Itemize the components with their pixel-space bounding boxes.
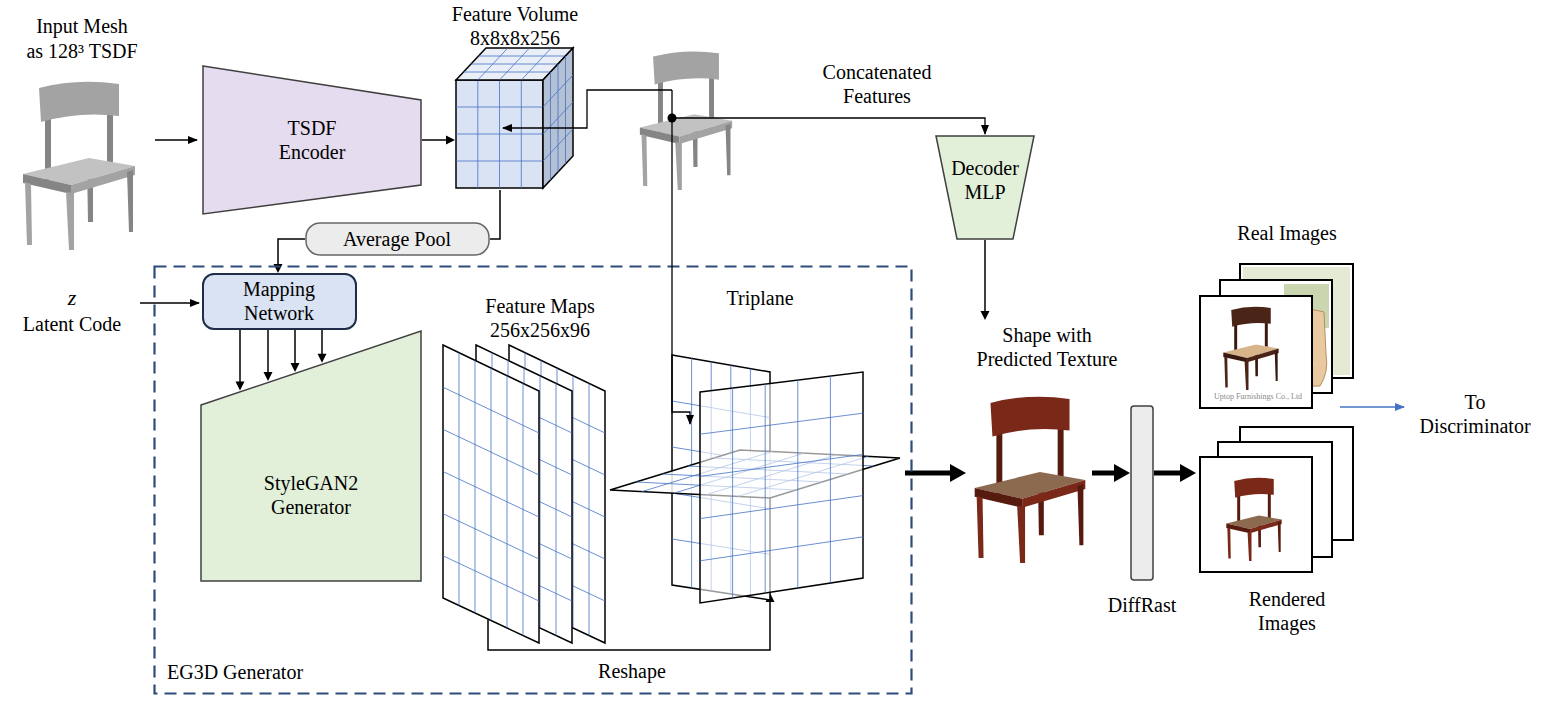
connector-line	[422, 139, 449, 141]
sample-line	[672, 90, 690, 424]
encoder-trapezoid-outline	[202, 65, 422, 215]
annotation-label: To Discriminator	[1413, 390, 1538, 438]
rasterizer-bar-outline	[1130, 405, 1154, 581]
feature-volume-cube: Feature Volume 8x8x8x256	[440, 3, 590, 190]
annotation-label: Uptop Furnishings Co., Ltd	[1202, 392, 1314, 402]
feature-planes: Feature Maps 256x256x96	[440, 298, 612, 648]
input-arrow	[155, 139, 197, 141]
annotation-label: Latent Code	[12, 312, 132, 336]
rendered-image-stack: Rendered Images	[1196, 423, 1358, 638]
arrowhead	[264, 372, 273, 381]
annotation-label: Concatenated Features	[815, 60, 940, 108]
encoder-trapezoid: TSDF Encoder	[202, 65, 422, 215]
connector-line	[490, 190, 500, 239]
arrowhead	[446, 136, 455, 145]
node-label: TSDF Encoder	[262, 116, 362, 164]
arrowhead	[981, 311, 990, 320]
arrowhead	[274, 264, 283, 273]
node-label: Feature Volume 8x8x8x256	[440, 2, 590, 50]
node-label: Mapping Network	[222, 277, 337, 325]
arrowhead	[236, 382, 245, 391]
decoder-trapezoid: Decoder MLP	[935, 135, 1035, 240]
node-label: EG3D Generator	[167, 660, 337, 684]
flow-arrow	[1092, 464, 1130, 482]
query-chair	[640, 51, 732, 190]
input-chair	[23, 82, 135, 250]
annotation-label: z	[60, 285, 84, 311]
node-label: Real Images	[1222, 221, 1352, 245]
node-label: Rendered Images	[1237, 587, 1337, 635]
connector-line	[278, 239, 305, 267]
sample-line	[503, 90, 672, 128]
arrowhead	[950, 464, 966, 482]
generator-trapezoid-outline	[200, 330, 422, 582]
connector	[981, 240, 990, 320]
flow-arrow	[905, 464, 966, 482]
arrowhead	[291, 363, 300, 372]
rendered-image-stack-outline	[1196, 425, 1358, 577]
textured-shape-outline	[968, 395, 1092, 563]
textured-shape: Shape with Predicted Texture	[960, 320, 1135, 565]
connector-line	[984, 240, 986, 314]
generator-trapezoid: StyleGAN2 Generator	[200, 330, 422, 582]
connector-line	[321, 330, 323, 357]
real-image-stack: Real Images	[1196, 218, 1358, 414]
pool-box: Average Pool	[305, 222, 490, 256]
connector-line	[294, 330, 296, 366]
mapping-box: Mapping Network	[202, 273, 357, 330]
node-label: Average Pool	[312, 227, 482, 251]
discriminator-arrow	[1340, 406, 1404, 408]
latent-arrow	[140, 302, 199, 304]
annotation-label: Input Mesh	[22, 14, 142, 38]
triplane-figure: Triplane	[605, 285, 910, 610]
connector-line	[239, 330, 241, 384]
node-label: Triplane	[710, 286, 810, 310]
flow-arrow	[1154, 464, 1196, 482]
sample-point	[668, 114, 677, 123]
feature-volume-cube-outline	[455, 46, 575, 190]
triplane-figure-outline	[608, 325, 905, 610]
node-label: Shape with Predicted Texture	[967, 323, 1127, 371]
sample-line	[672, 118, 985, 134]
node-label: DiffRast	[1102, 593, 1182, 617]
rasterizer-bar: DiffRast	[1100, 403, 1184, 625]
node-label: StyleGAN2 Generator	[246, 471, 376, 519]
annotation-label: as 128³ TSDF	[17, 39, 147, 63]
connector-line	[267, 330, 269, 375]
real-image-stack-outline	[1196, 262, 1358, 412]
node-label: Decoder MLP	[943, 156, 1028, 204]
generator-region: EG3D Generator Mapping NetworkStyleGAN2 G…	[153, 265, 913, 695]
connector	[274, 239, 306, 273]
arrowhead	[1114, 464, 1130, 482]
connector	[422, 136, 455, 145]
edge-label: Reshape	[579, 659, 685, 683]
arrowhead	[318, 354, 327, 363]
connector	[490, 190, 500, 239]
arrowhead	[1180, 464, 1196, 482]
node-label: Feature Maps 256x256x96	[478, 294, 603, 342]
feature-planes-outline	[442, 343, 612, 648]
